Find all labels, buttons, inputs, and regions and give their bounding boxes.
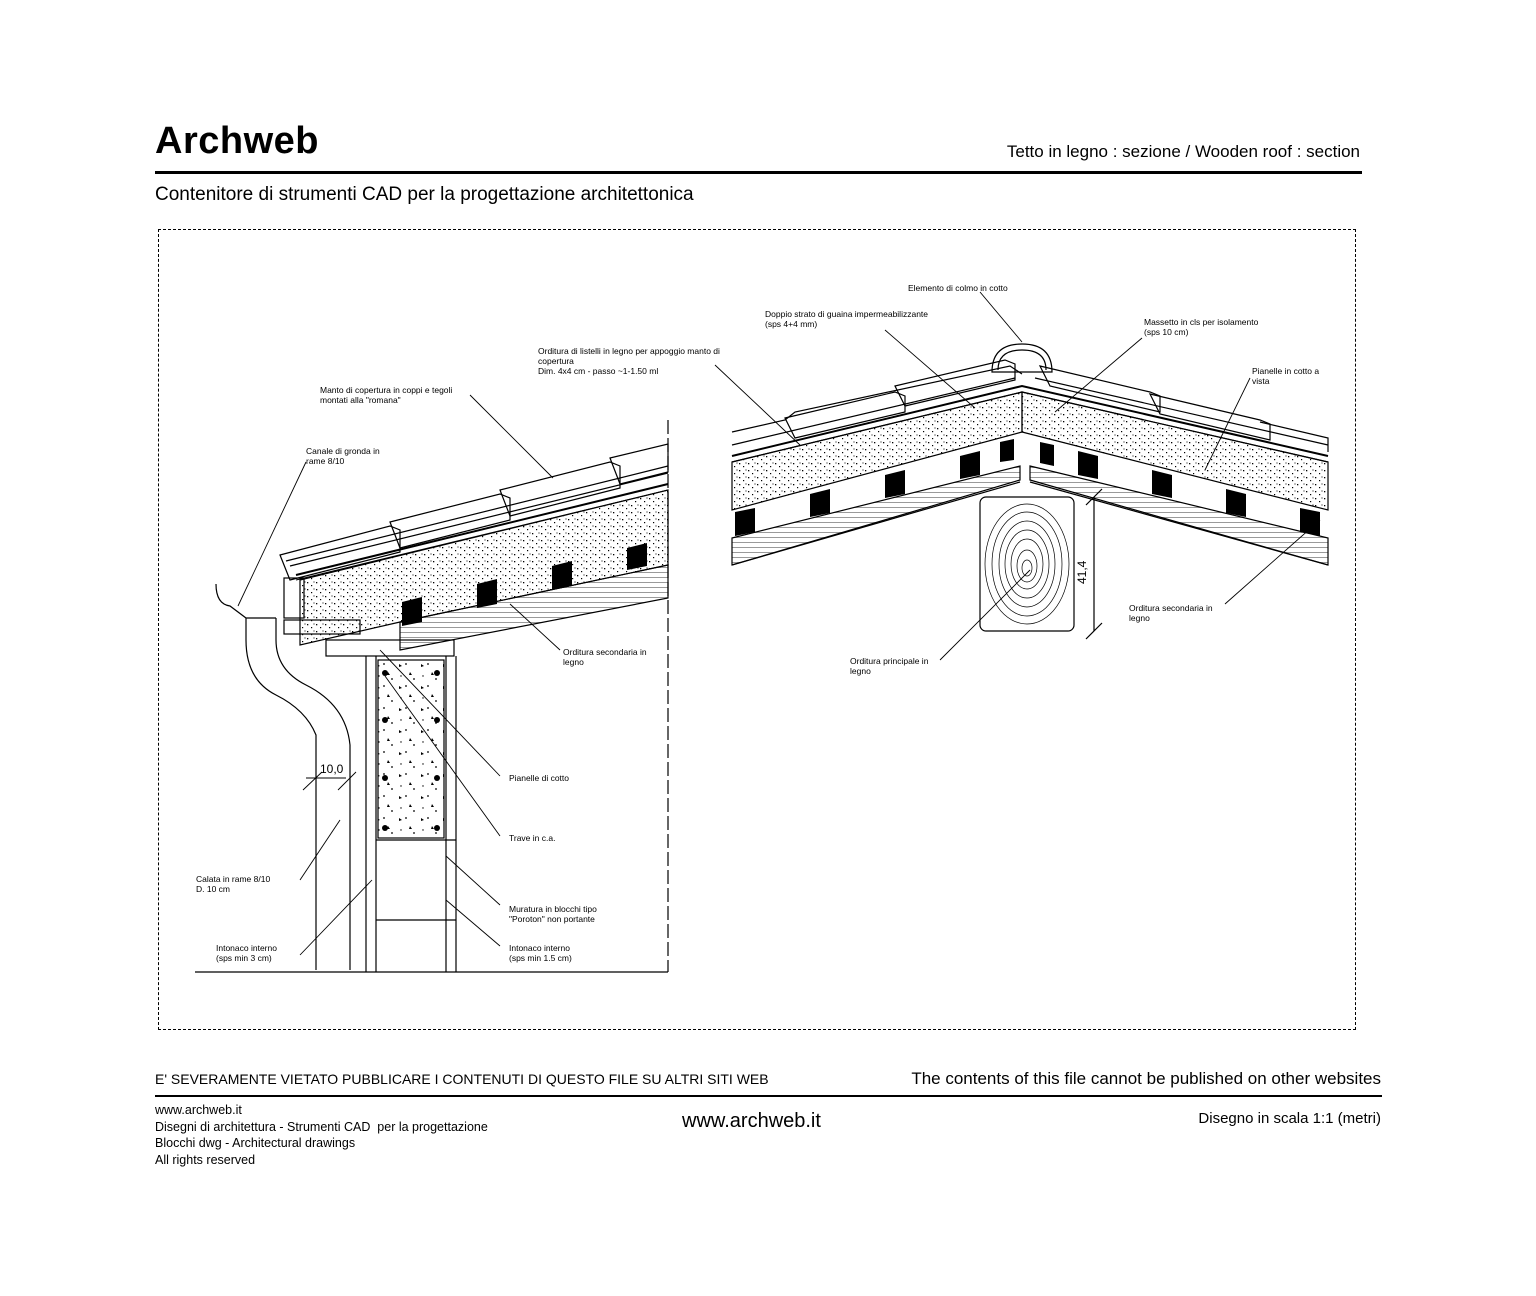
drawing-frame	[158, 229, 1356, 1030]
header-rule	[155, 171, 1362, 174]
label-canale-gronda: Canale di gronda in rame 8/10	[306, 446, 380, 466]
label-pianelle-vista: Pianelle in cotto a vista	[1252, 366, 1320, 386]
left-eaves-detail	[195, 364, 801, 973]
footer-website-link[interactable]: www.archweb.it	[682, 1110, 821, 1132]
subtitle: Contenitore di strumenti CAD per la prog…	[155, 184, 694, 205]
label-orditura-principale: Orditura principale in legno	[850, 656, 929, 676]
warning-italian: E' SEVERAMENTE VIETATO PUBBLICARE I CONT…	[155, 1071, 769, 1087]
drawing-title: Tetto in legno : sezione / Wooden roof :…	[1006, 142, 1360, 161]
label-intonaco-left: Intonaco interno (sps min 3 cm)	[216, 943, 277, 963]
right-ridge-detail	[731, 291, 1329, 661]
label-calata: Calata in rame 8/10 D. 10 cm	[196, 874, 271, 894]
label-massetto: Massetto in cls per isolamento (sps 10 c…	[1144, 317, 1259, 337]
label-intonaco-right: Intonaco interno (sps min 1.5 cm)	[509, 943, 572, 963]
label-trave-ca: Trave in c.a.	[509, 833, 556, 843]
footer-scale: Disegno in scala 1:1 (metri)	[1198, 1110, 1381, 1127]
warning-english: The contents of this file cannot be publ…	[911, 1069, 1381, 1088]
label-orditura-listelli: Orditura di listelli in legno per appogg…	[538, 346, 720, 376]
label-orditura-secondaria-right: Orditura secondaria in legno	[1129, 603, 1213, 623]
footer-credits: www.archweb.it Disegni di architettura -…	[155, 1103, 488, 1167]
label-elemento-colmo: Elemento di colmo in cotto	[908, 283, 1008, 293]
label-muratura: Muratura in blocchi tipo "Poroton" non p…	[509, 904, 597, 924]
dimension-41: 41,4	[1075, 560, 1089, 584]
label-manto-copertura: Manto di copertura in coppi e tegoli mon…	[320, 385, 453, 405]
label-pianelle-cotto: Pianelle di cotto	[509, 773, 570, 783]
dimension-10: 10,0	[320, 762, 344, 776]
label-guaina: Doppio strato di guaina impermeabilizzan…	[765, 309, 929, 329]
label-orditura-secondaria-left: Orditura secondaria in legno	[563, 647, 647, 667]
footer-rule	[155, 1095, 1382, 1097]
archweb-logo: Archweb	[155, 120, 319, 162]
